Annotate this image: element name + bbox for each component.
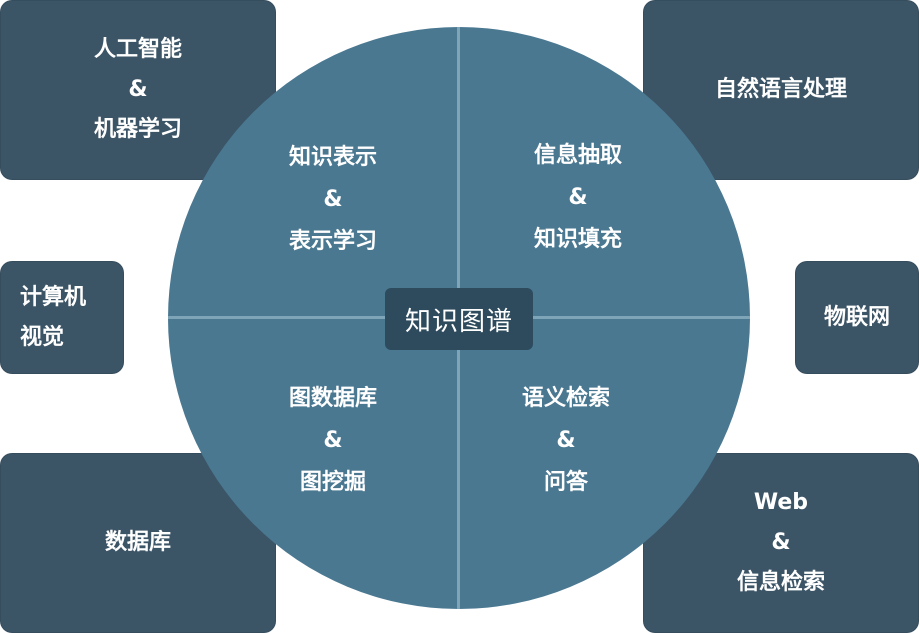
box-web-ir-line1: Web bbox=[753, 490, 809, 515]
quadrant-top-left-line3: 表示学习 bbox=[288, 229, 377, 254]
center-label-box: 知识图谱 bbox=[385, 288, 533, 350]
quadrant-top-right-line1: 信息抽取 bbox=[533, 143, 622, 168]
box-ai-ml: 人工智能 & 机器学习 bbox=[0, 0, 276, 180]
quadrant-bottom-left: 图数据库 & 图挖掘 bbox=[263, 388, 403, 494]
quadrant-top-right-line2: & bbox=[568, 185, 588, 210]
box-ai-ml-line2: & bbox=[128, 77, 148, 102]
quadrant-top-left-line1: 知识表示 bbox=[288, 145, 377, 170]
box-ai-ml-line1: 人工智能 bbox=[93, 37, 182, 62]
quadrant-top-left: 知识表示 & 表示学习 bbox=[263, 147, 403, 253]
quadrant-bottom-right-line2: & bbox=[556, 428, 576, 453]
box-cv-line2: 视觉 bbox=[20, 324, 65, 350]
box-ai-ml-line3: 机器学习 bbox=[93, 117, 182, 142]
box-nlp-line1: 自然语言处理 bbox=[714, 77, 847, 102]
quadrant-bottom-left-line3: 图挖掘 bbox=[299, 470, 366, 495]
quadrant-bottom-right-line1: 语义检索 bbox=[521, 386, 610, 411]
quadrant-top-right: 信息抽取 & 知识填充 bbox=[508, 145, 648, 251]
box-cv: 计算机 视觉 bbox=[0, 261, 124, 374]
box-cv-line1: 计算机 bbox=[20, 284, 87, 310]
quadrant-top-left-line2: & bbox=[323, 187, 343, 212]
box-iot: 物联网 bbox=[795, 261, 919, 374]
quadrant-bottom-right: 语义检索 & 问答 bbox=[496, 388, 636, 494]
quadrant-bottom-right-line3: 问答 bbox=[543, 470, 588, 495]
quadrant-top-right-line3: 知识填充 bbox=[533, 227, 622, 252]
box-web-ir-line2: & bbox=[771, 530, 791, 555]
box-database-line1: 数据库 bbox=[104, 530, 171, 555]
quadrant-bottom-left-line2: & bbox=[323, 428, 343, 453]
center-label-text: 知识图谱 bbox=[404, 306, 513, 337]
quadrant-bottom-left-line1: 图数据库 bbox=[288, 386, 377, 411]
box-web-ir-line3: 信息检索 bbox=[736, 570, 825, 595]
box-iot-line1: 物联网 bbox=[823, 304, 890, 330]
